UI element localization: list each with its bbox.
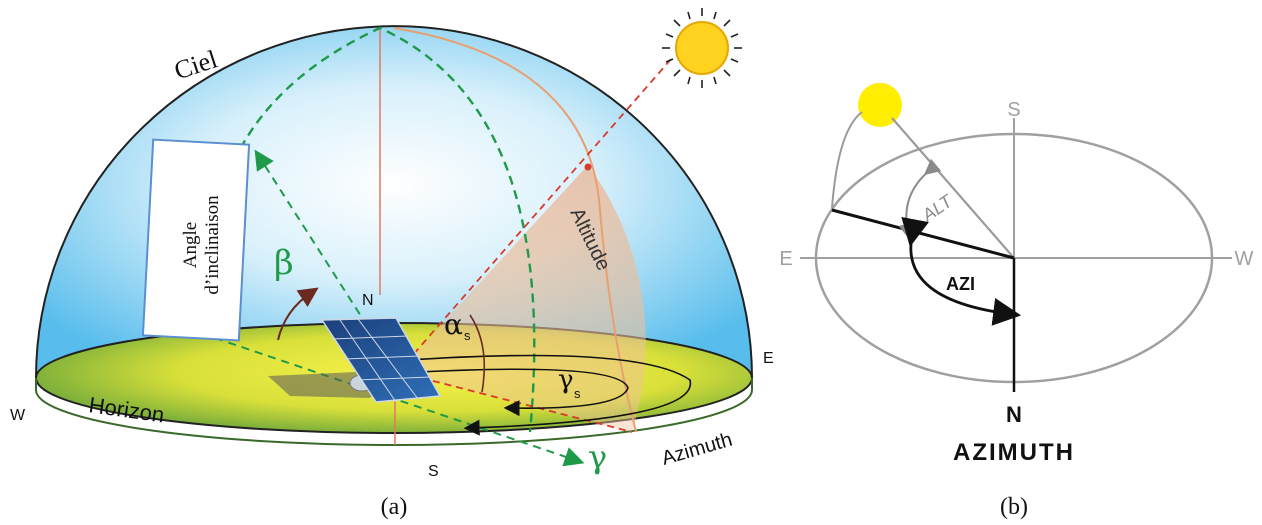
svg-text:γ: γ [558, 365, 574, 395]
panel-a: Angle d’inclinaison Ciel β N α s γ s Alt… [10, 8, 774, 520]
solar-panel [320, 317, 442, 403]
alt-angle-arc [898, 158, 942, 240]
sun-ray [397, 57, 673, 373]
svg-text:s: s [464, 328, 471, 343]
tilt-angle-label-line2: d’inclinaison [202, 195, 223, 295]
azimuth-arc-inner [419, 368, 629, 417]
beta-angle-arrow [277, 287, 319, 341]
altitude-angle-arc [469, 314, 486, 393]
azi-angle-arc [901, 216, 1022, 326]
sun-icon-b [858, 83, 902, 127]
horizon-rim [35, 378, 753, 446]
azimuth-label-a: Azimuth [659, 429, 735, 470]
west-label-b: W [1235, 248, 1254, 270]
north-label-b: N [1006, 402, 1022, 427]
gamma-s-label: γ s [558, 365, 581, 401]
panel-b: ALT AZI S E W N AZIMUTH (b) [779, 83, 1254, 520]
alpha-s-label: α s [444, 308, 471, 343]
sun-arc-b [831, 111, 863, 209]
tilt-plane-arc [208, 26, 536, 433]
tilt-angle-box [141, 138, 251, 342]
svg-text:α: α [444, 308, 463, 341]
alt-label: ALT [918, 190, 958, 226]
sun-icon [662, 8, 742, 88]
east-label-b: E [779, 248, 792, 270]
west-label-a: W [10, 407, 26, 424]
caption-b: (b) [1000, 494, 1028, 520]
tilt-angle-label-line1: Angle [180, 222, 201, 268]
azi-label: AZI [946, 274, 975, 294]
azimuth-title-b: AZIMUTH [953, 439, 1075, 466]
east-label-a: E [763, 350, 774, 367]
south-label-b: S [1007, 99, 1020, 121]
caption-a: (a) [381, 494, 408, 520]
altitude-wedge [398, 165, 646, 432]
north-label-a: N [362, 292, 374, 309]
tilt-base-line [214, 337, 585, 467]
south-label-a: S [428, 463, 439, 480]
svg-text:s: s [574, 386, 581, 401]
sun-ray-point [584, 163, 592, 171]
azimuth-arc-outer [407, 354, 692, 436]
gamma-label: γ [588, 438, 607, 476]
beta-label: β [274, 243, 294, 283]
